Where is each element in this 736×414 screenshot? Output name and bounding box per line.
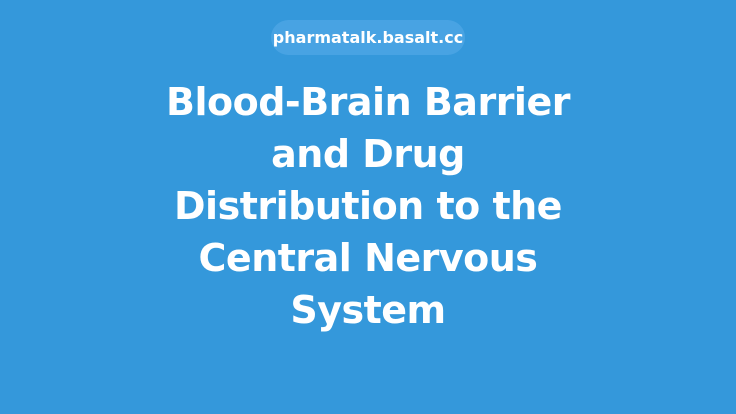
title-line: Distribution to the xyxy=(174,184,562,228)
title-line: and Drug xyxy=(271,132,465,176)
title-line: System xyxy=(290,288,446,332)
site-domain-label: pharmatalk.basalt.cc xyxy=(272,28,464,47)
article-title: Blood-Brain Barrier and Drug Distributio… xyxy=(0,76,736,336)
title-line: Blood-Brain Barrier xyxy=(166,80,570,124)
site-domain-badge[interactable]: pharmatalk.basalt.cc xyxy=(271,20,465,55)
title-line: Central Nervous xyxy=(198,236,538,280)
